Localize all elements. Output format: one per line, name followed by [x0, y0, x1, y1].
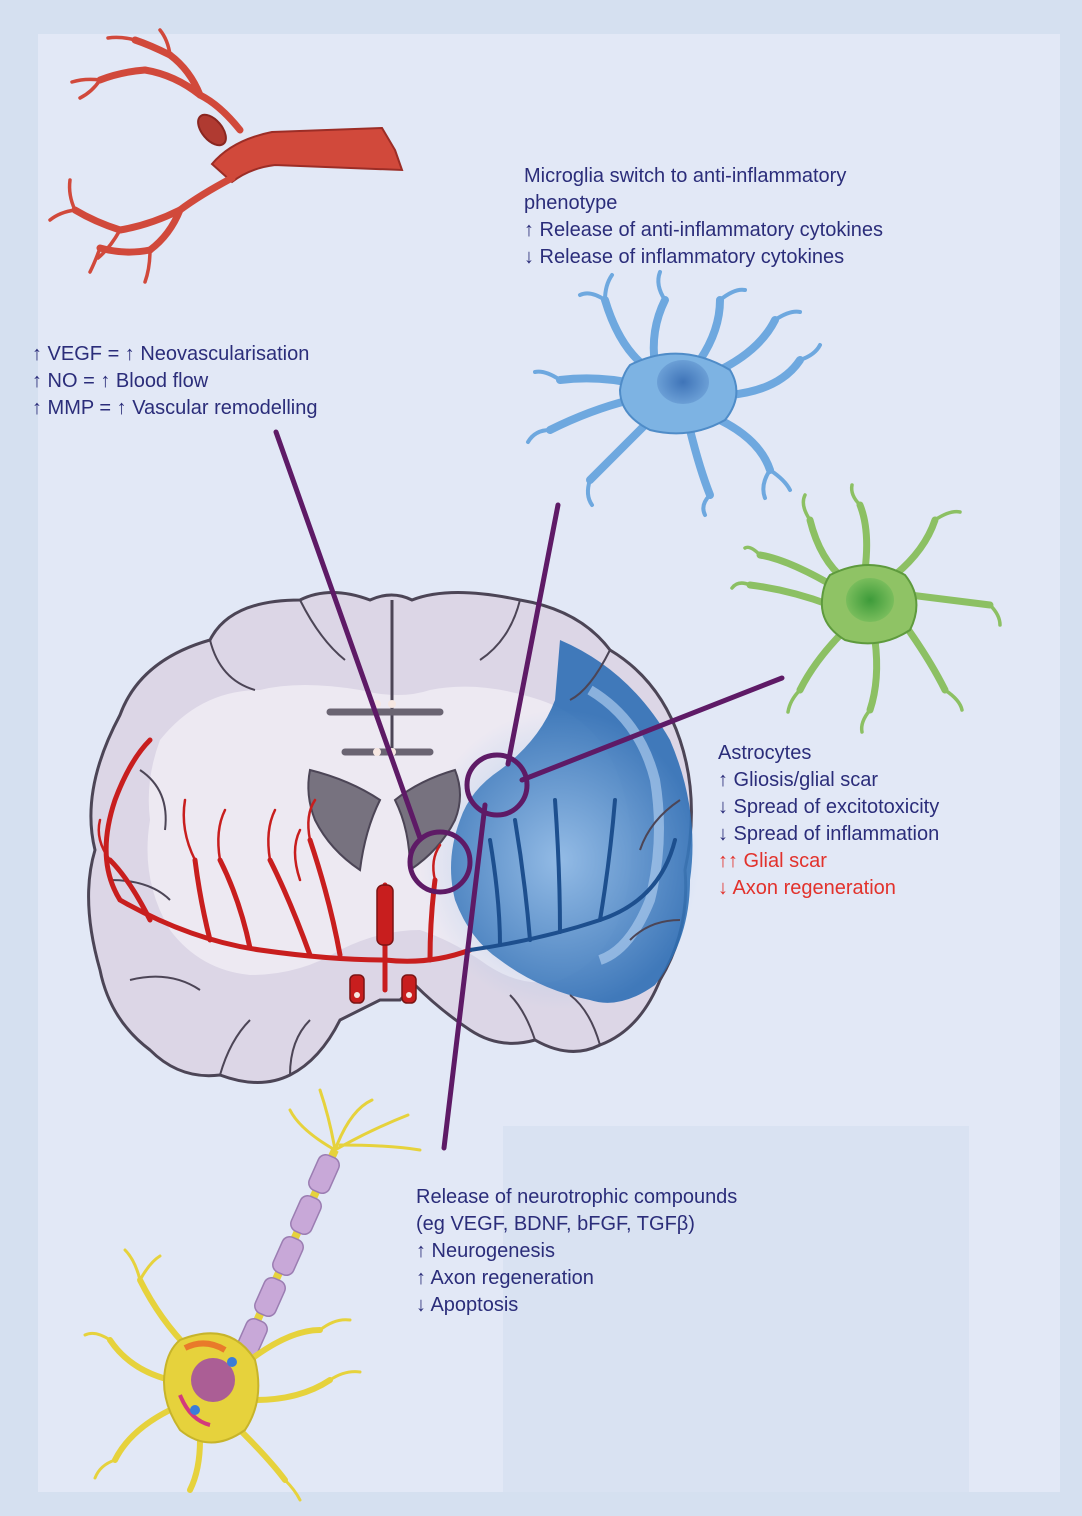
astrocytes-label: Astrocytes ↑ Gliosis/glial scar ↓ Spread… [718, 740, 939, 902]
microglia-label-line4: ↓ Release of inflammatory cytokines [524, 244, 883, 271]
neuron-cell [85, 1090, 420, 1500]
astrocytes-label-line4: ↓ Spread of inflammation [718, 821, 939, 848]
vascular-label-line1: ↑ VEGF = ↑ Neovascularisation [32, 341, 317, 368]
brain-section [89, 593, 700, 1083]
vascular-label: ↑ VEGF = ↑ Neovascularisation ↑ NO = ↑ B… [32, 341, 317, 422]
neurotrophic-label-line1: Release of neurotrophic compounds [416, 1184, 737, 1211]
artery-illustration [50, 30, 402, 282]
astrocytes-label-line6: ↓ Axon regeneration [718, 875, 939, 902]
neurotrophic-label: Release of neurotrophic compounds (eg VE… [416, 1184, 737, 1319]
microglia-label-line3: ↑ Release of anti-inflammatory cytokines [524, 217, 883, 244]
neurotrophic-label-line3: ↑ Neurogenesis [416, 1238, 737, 1265]
microglia-label: Microglia switch to anti-inflammatory ph… [524, 163, 883, 271]
astrocytes-label-line3: ↓ Spread of excitotoxicity [718, 794, 939, 821]
astrocytes-label-line1: Astrocytes [718, 740, 939, 767]
microglia-label-line2: phenotype [524, 190, 883, 217]
vascular-label-line2: ↑ NO = ↑ Blood flow [32, 368, 317, 395]
neurotrophic-label-line4: ↑ Axon regeneration [416, 1265, 737, 1292]
astrocytes-label-line2: ↑ Gliosis/glial scar [718, 767, 939, 794]
neurotrophic-label-line5: ↓ Apoptosis [416, 1292, 737, 1319]
astrocyte-cell [732, 485, 1000, 732]
microglia-cell [528, 272, 820, 515]
microglia-label-line1: Microglia switch to anti-inflammatory [524, 163, 883, 190]
astrocytes-label-line5: ↑↑ Glial scar [718, 848, 939, 875]
neurotrophic-label-line2: (eg VEGF, BDNF, bFGF, TGFβ) [416, 1211, 737, 1238]
vascular-label-line3: ↑ MMP = ↑ Vascular remodelling [32, 395, 317, 422]
